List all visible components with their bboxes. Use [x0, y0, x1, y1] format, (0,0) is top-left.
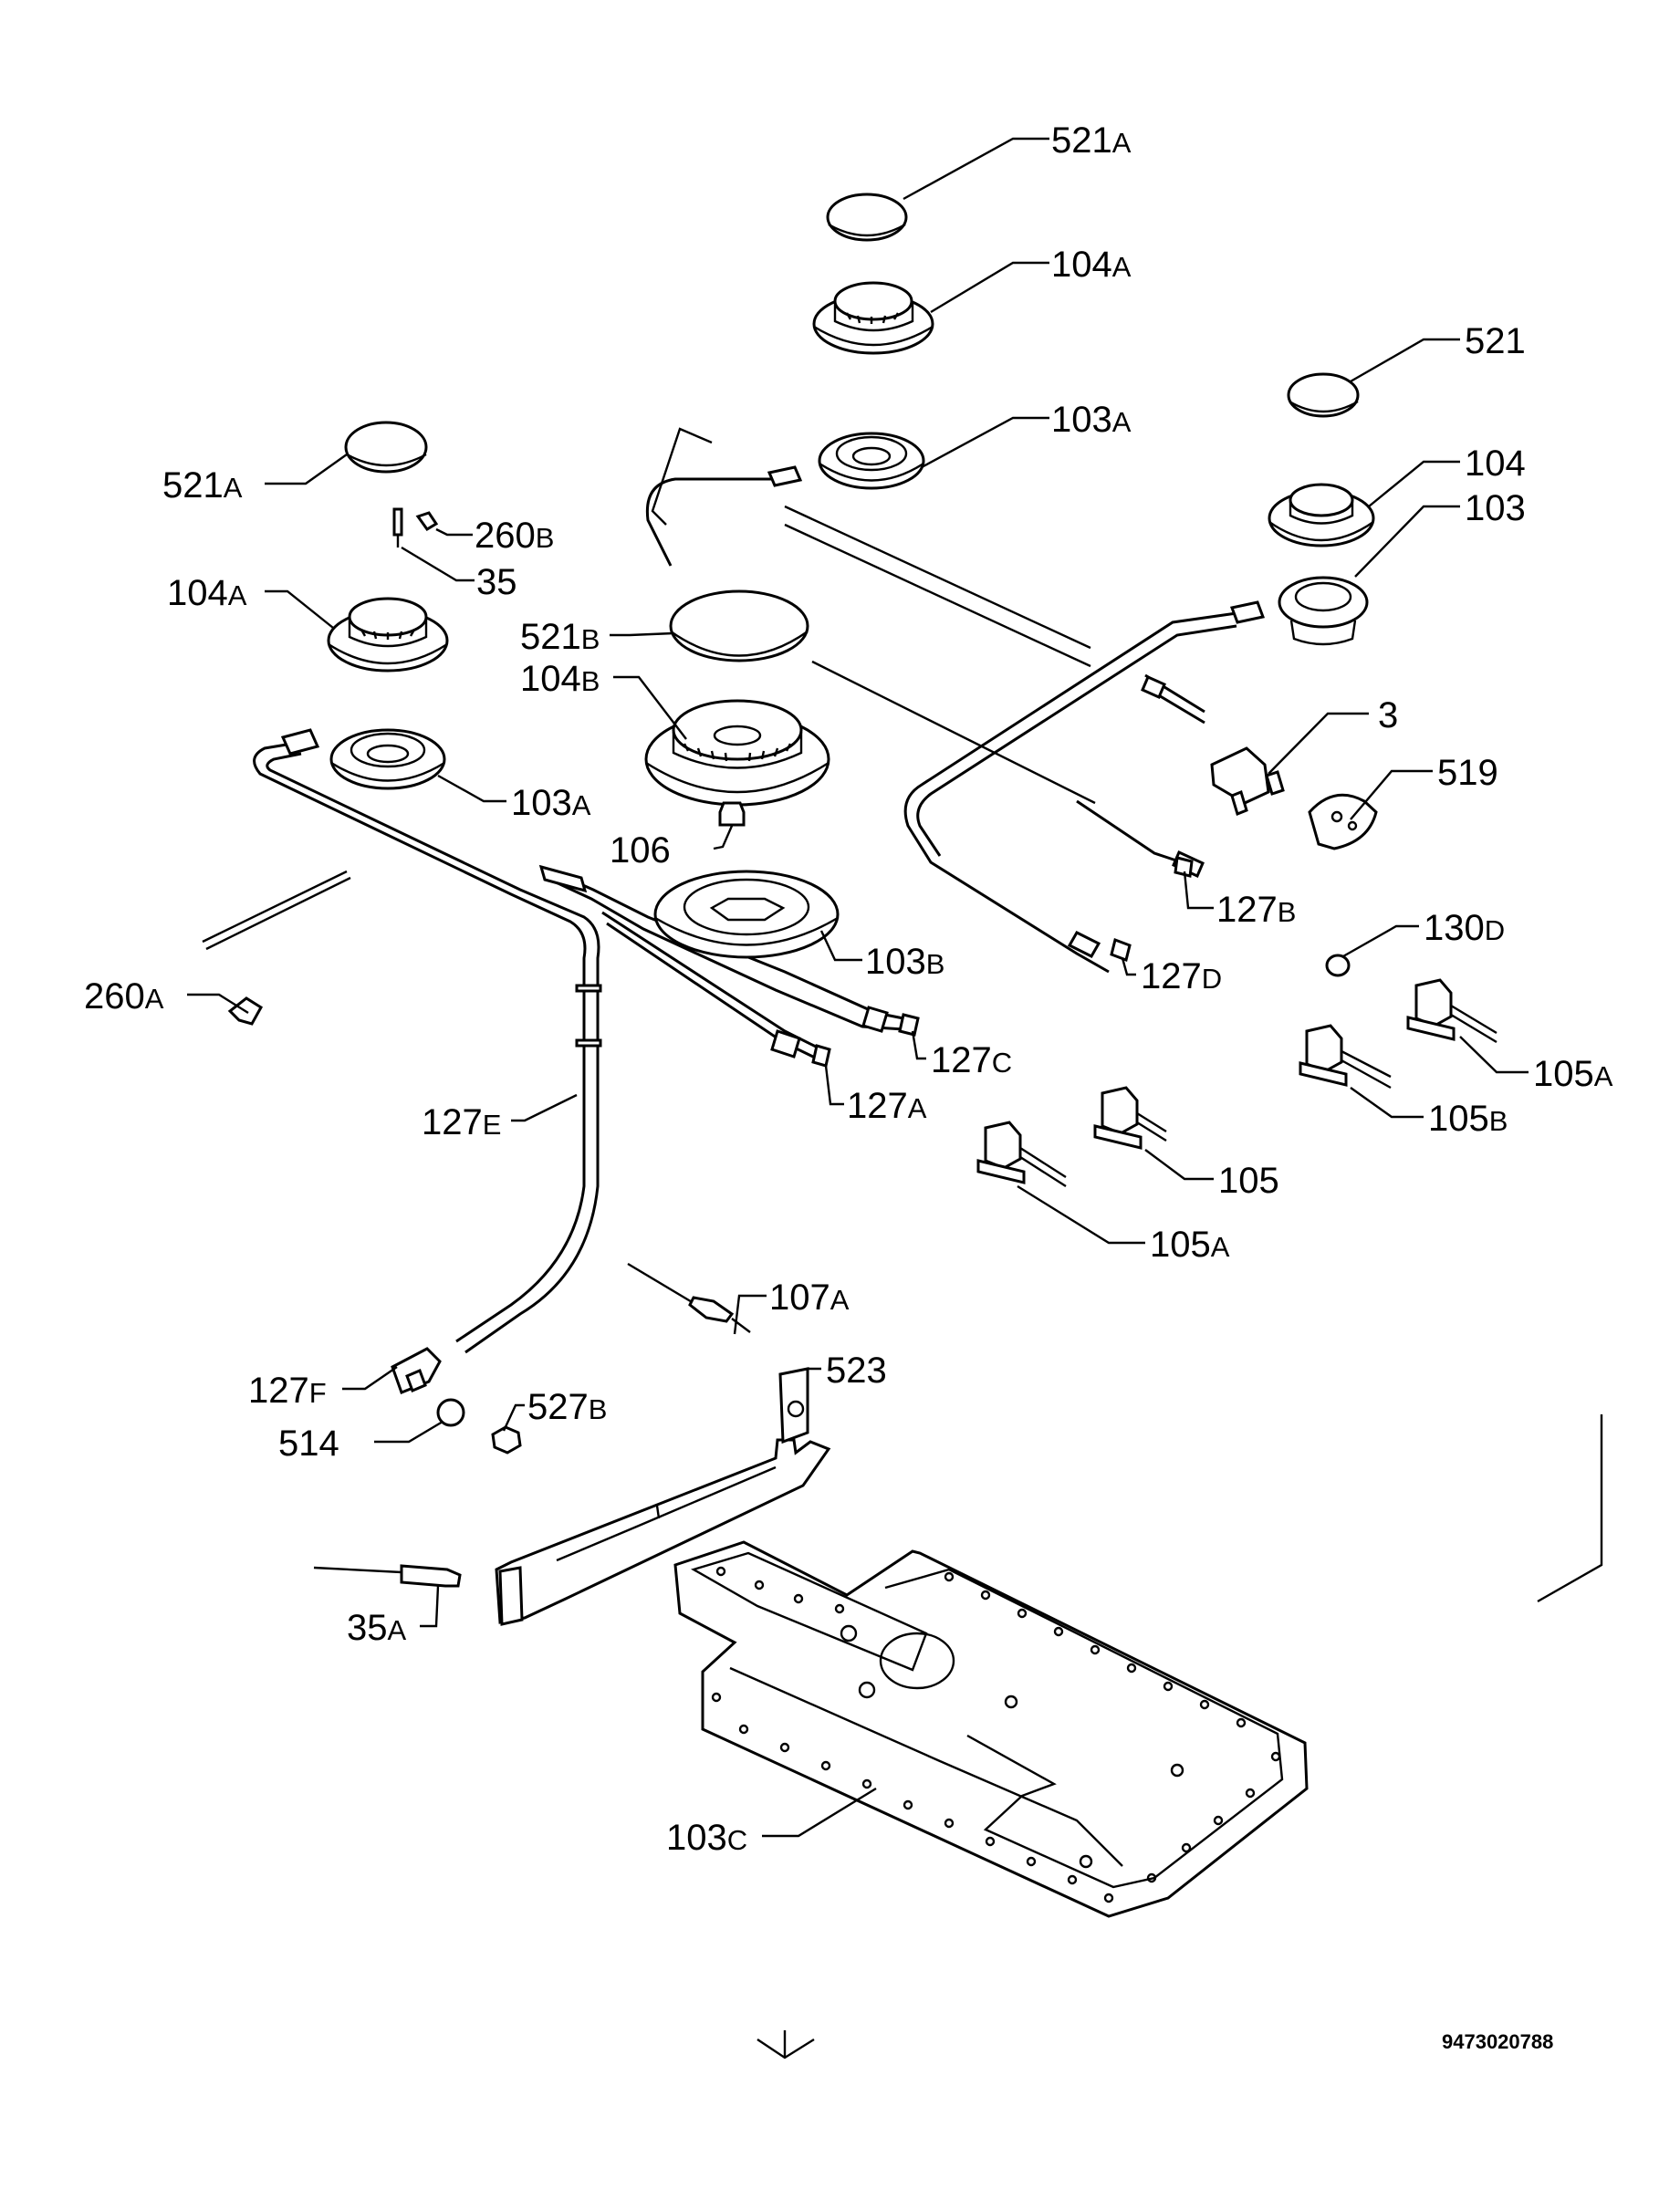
label-127a: 127A: [847, 1086, 927, 1126]
label-523: 523: [826, 1350, 887, 1391]
label-107a: 107A: [769, 1278, 850, 1318]
label-527b: 527B: [527, 1387, 607, 1427]
label-103-right: 103: [1465, 488, 1526, 528]
burner-support-bar: [495, 1367, 831, 1626]
label-103a-top: 103A: [1051, 400, 1132, 440]
label-521a-top: 521A: [1051, 120, 1132, 161]
part-labels: 521A 104A 103A 521 104 103 521A 260B 35 …: [84, 120, 1613, 1858]
label-104-right: 104: [1465, 443, 1526, 484]
label-104a-top: 104A: [1051, 245, 1132, 285]
small-parts: [202, 507, 1497, 1588]
label-105a-right: 105A: [1533, 1054, 1613, 1094]
leader-lines: [187, 137, 1529, 1838]
label-130d: 130D: [1424, 908, 1505, 948]
label-3: 3: [1378, 695, 1398, 735]
frame-rails: [651, 427, 1603, 2060]
label-127b: 127B: [1216, 890, 1296, 930]
label-514: 514: [278, 1424, 339, 1464]
label-103c: 103C: [666, 1818, 747, 1858]
label-105: 105: [1218, 1161, 1279, 1201]
label-103b: 103B: [865, 942, 944, 982]
burner-bases: [329, 432, 1369, 959]
label-106: 106: [610, 830, 671, 871]
label-105a-mid: 105A: [1150, 1225, 1230, 1265]
burner-base-plate: [673, 1540, 1309, 1918]
burner-caps: [344, 193, 1360, 662]
document-number: 9473020788: [1442, 2030, 1553, 2053]
burner-crowns: [327, 281, 1375, 807]
label-127d: 127D: [1141, 956, 1222, 996]
label-260a: 260A: [84, 976, 164, 1017]
label-521-right: 521: [1465, 321, 1526, 361]
label-35a: 35A: [347, 1608, 407, 1648]
label-35: 35: [476, 562, 517, 602]
label-127e: 127E: [422, 1102, 501, 1142]
gas-pipes: [253, 465, 1266, 1354]
label-127c: 127C: [931, 1040, 1012, 1080]
label-521a-left: 521A: [162, 465, 243, 506]
label-104a-left: 104A: [167, 573, 247, 613]
label-521b: 521B: [520, 617, 600, 657]
label-104b: 104B: [520, 659, 600, 699]
label-105b: 105B: [1428, 1099, 1508, 1139]
label-103a-left: 103A: [511, 783, 591, 823]
valve-group: [976, 978, 1497, 1188]
mounting-holes: [711, 1566, 1281, 1903]
label-519: 519: [1437, 753, 1498, 793]
label-260b: 260B: [475, 516, 554, 556]
label-127f: 127F: [248, 1371, 327, 1411]
